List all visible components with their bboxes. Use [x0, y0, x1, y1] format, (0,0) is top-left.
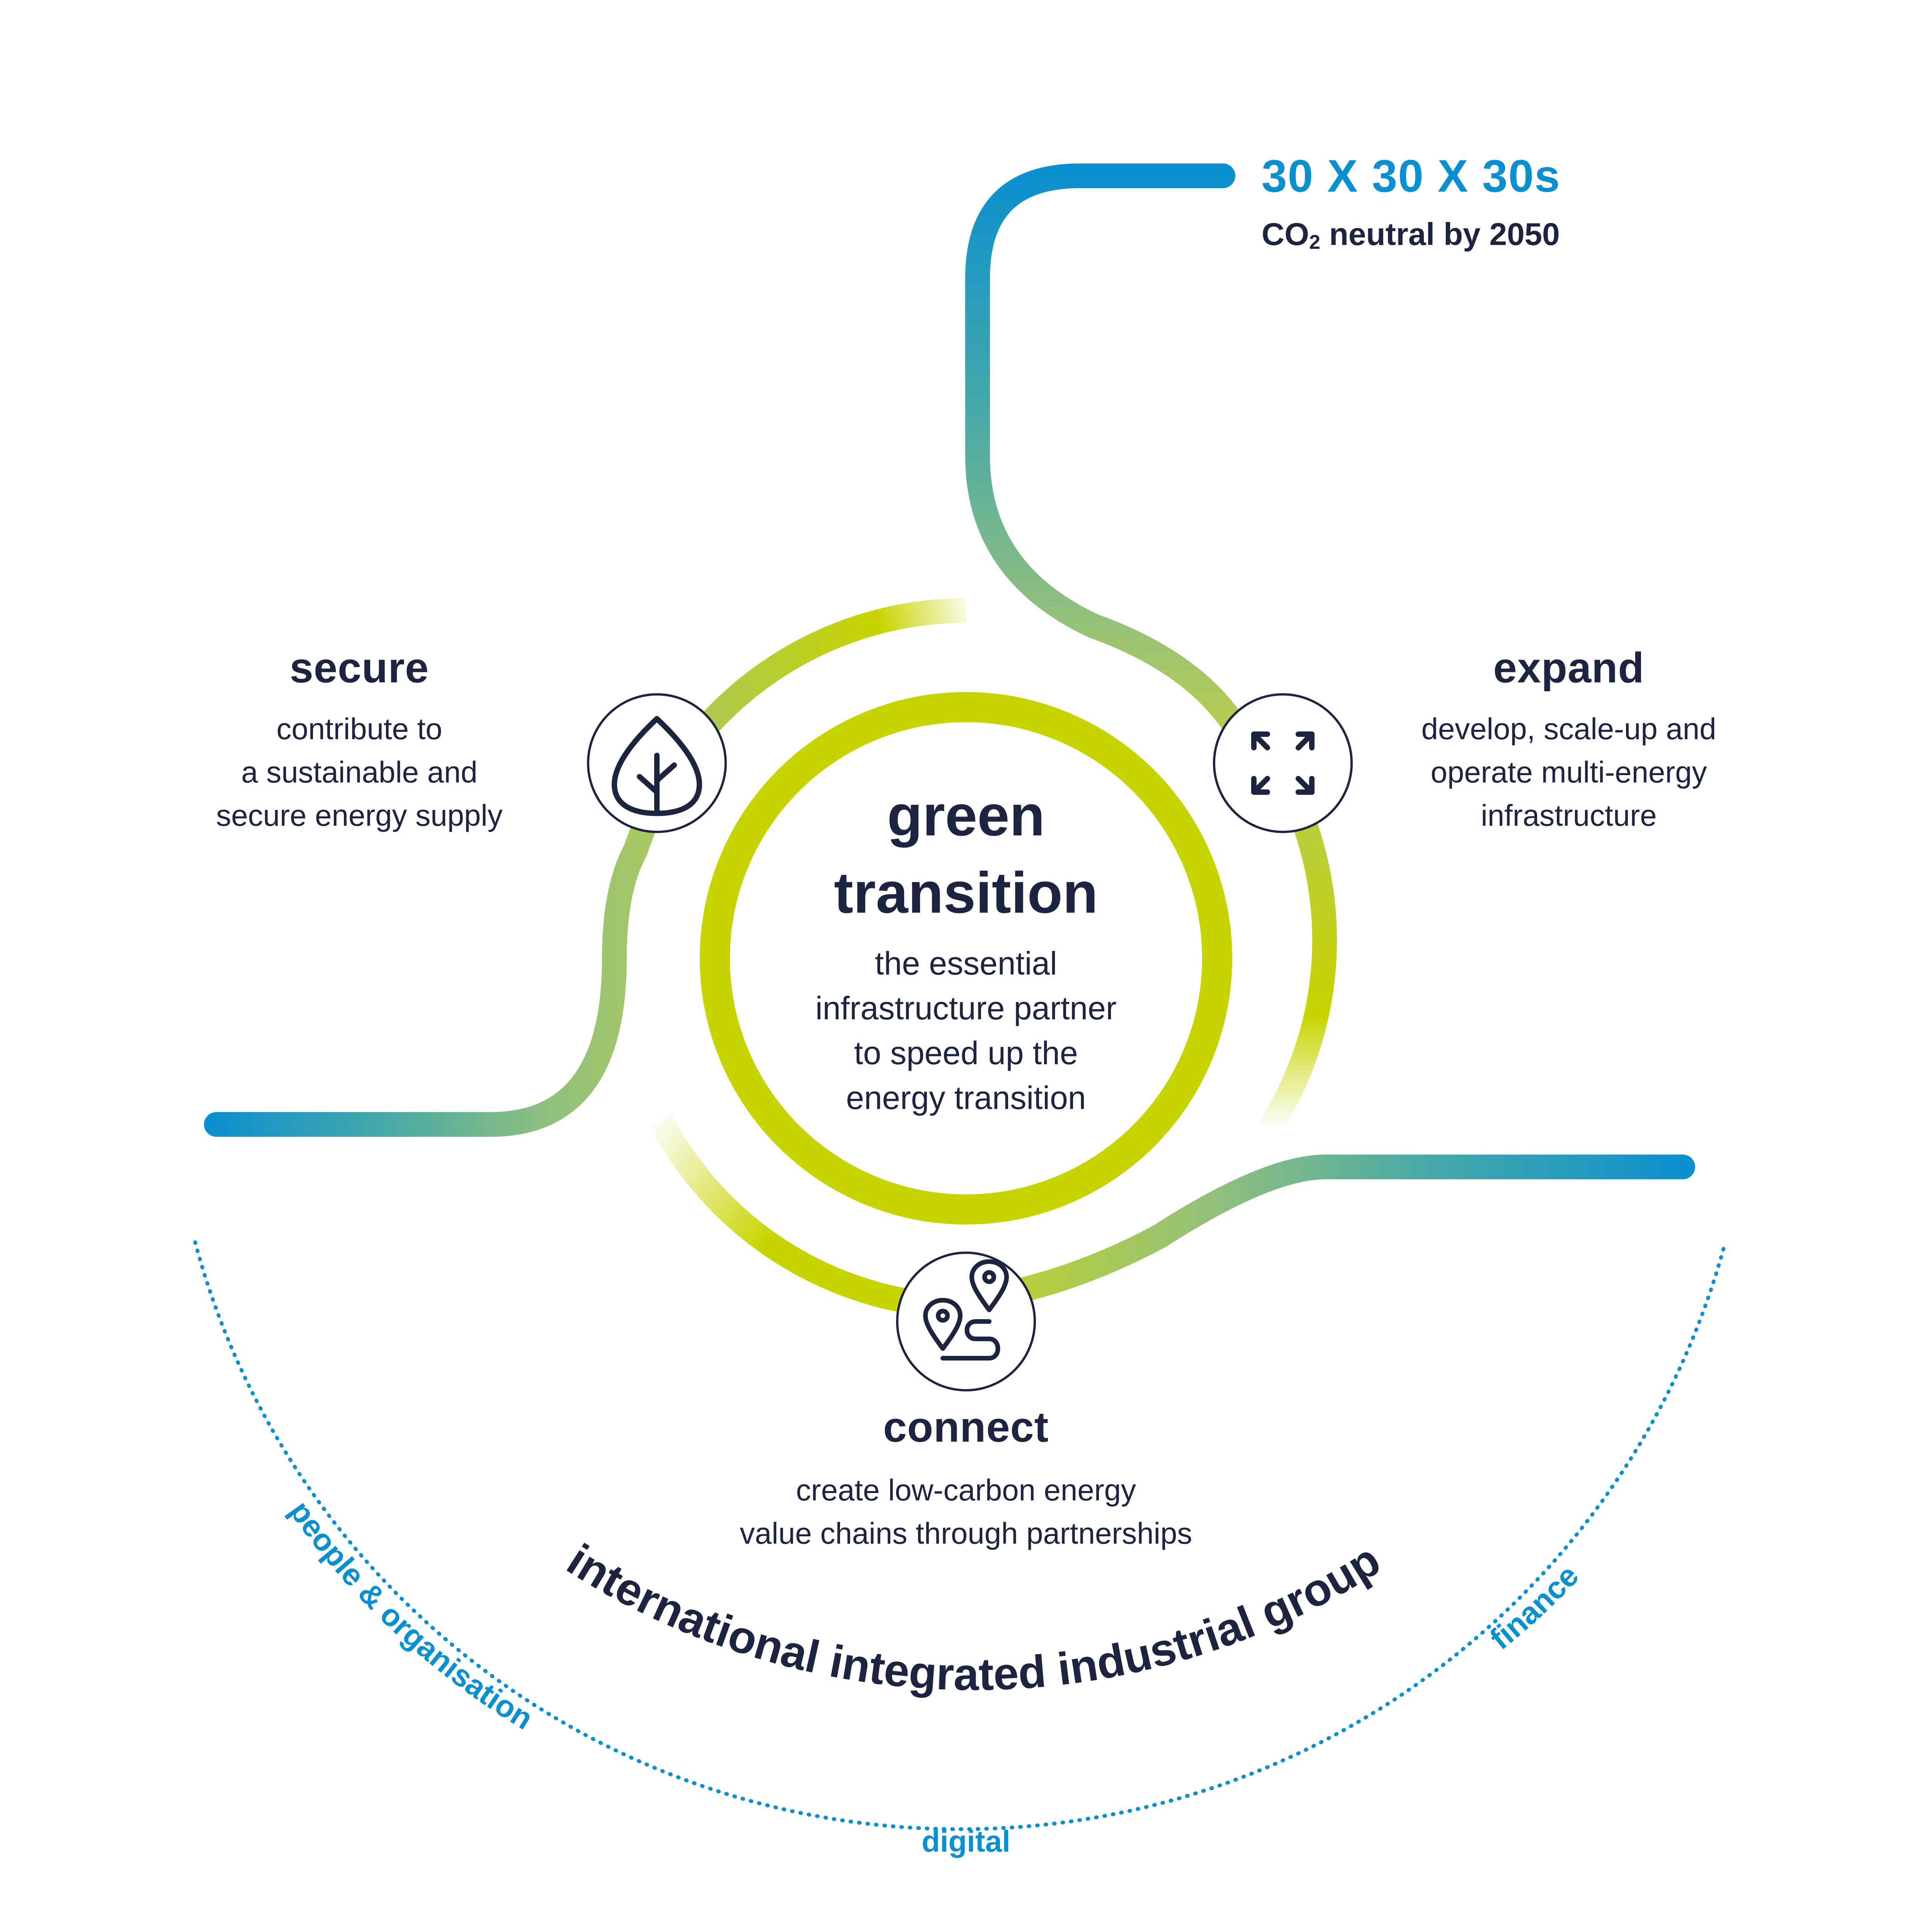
inner-ring [700, 692, 1232, 1225]
expand-node[interactable] [1213, 693, 1353, 833]
enabler-people-label: people & organisation [283, 1495, 539, 1736]
expand-arrows-icon [1251, 731, 1315, 795]
route-pins-icon [923, 1259, 1009, 1361]
flow-line-left [204, 838, 648, 1137]
leaf-icon [612, 716, 702, 816]
ring-arc-bottom-left [650, 1115, 929, 1316]
foundation-label: international integrated industrial grou… [558, 1534, 1389, 1700]
connect-node[interactable] [896, 1252, 1036, 1391]
foundation-dotted-arc [193, 1240, 1727, 1831]
secure-node[interactable] [587, 693, 727, 833]
enabler-finance-label: finance [1483, 1558, 1585, 1656]
ring-arc-expand-right [1259, 803, 1337, 1135]
